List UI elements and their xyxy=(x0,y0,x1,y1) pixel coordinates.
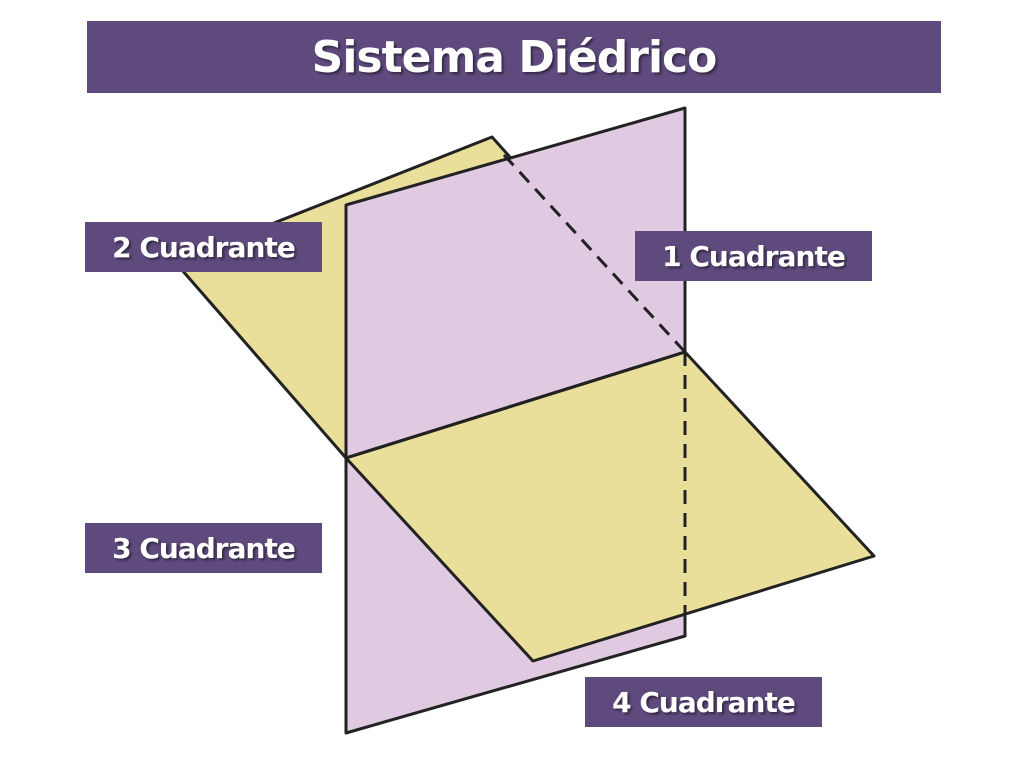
quadrant-3-text: 3 Cuadrante xyxy=(112,531,296,565)
quadrant-1-label: 1 Cuadrante xyxy=(635,231,872,281)
title-bar: Sistema Diédrico xyxy=(87,21,941,93)
quadrant-2-text: 2 Cuadrante xyxy=(112,230,296,264)
quadrant-2-label: 2 Cuadrante xyxy=(85,222,322,272)
ground-line xyxy=(345,350,686,460)
quadrant-4-text: 4 Cuadrante xyxy=(612,685,796,719)
quadrant-4-label: 4 Cuadrante xyxy=(585,677,822,727)
quadrant-1-text: 1 Cuadrante xyxy=(662,239,846,273)
page-title: Sistema Diédrico xyxy=(311,31,718,83)
quadrant-3-label: 3 Cuadrante xyxy=(85,523,322,573)
